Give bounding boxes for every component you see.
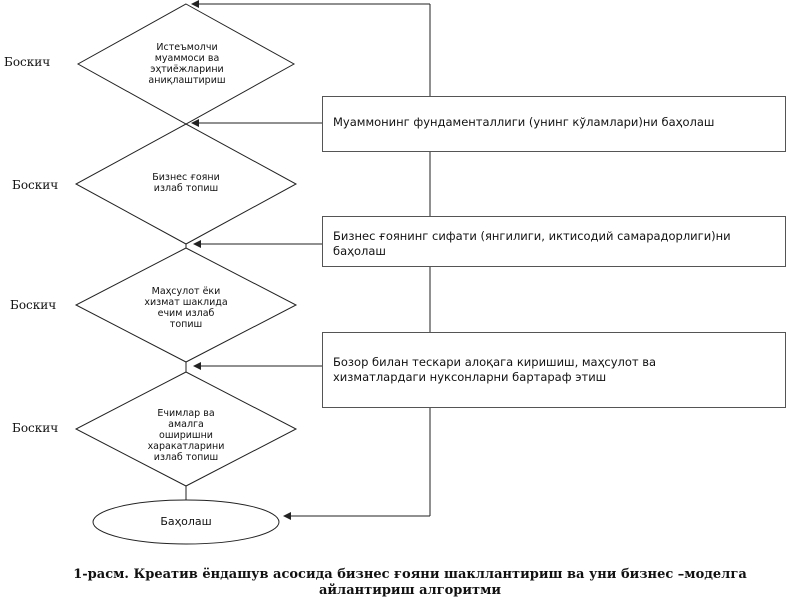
stage-1-label: Боскич [4,55,51,69]
stage-2-text: Бизнес ғояни излаб топиш [152,172,220,194]
stage-4-label: Боскич [12,421,59,435]
caption-line2: айлантириш алгоритми [318,583,502,598]
feedback-box-1: Муаммонинг фундаменталлиги (унинг кўламл… [322,96,786,152]
feedback-box-1-line1: Муаммонинг фундаменталлиги (унинг кўламл… [333,115,715,129]
feedback-box-2-line1: Бизнес ғоянинг сифати (янгилиги, иктисод… [333,229,731,243]
final-step-text: Баҳолаш [160,515,212,528]
figure-caption: 1-расм. Креатив ёндашув асосида бизнес ғ… [20,567,800,599]
feedback-box-2: Бизнес ғоянинг сифати (янгилиги, иктисод… [322,216,786,267]
feedback-box-3: Бозор билан тескари алоқага киришиш, маҳ… [322,332,786,408]
stage-4-text: Ечимлар ва амалга оширишни харакатларини… [147,408,225,463]
feedback-box-3-line2: хизматлардаги нуксонларни бартараф этиш [333,370,607,384]
caption-line1: 1-расм. Креатив ёндашув асосида бизнес ғ… [73,567,747,582]
stage-2-label: Боскич [12,178,59,192]
stage-1-text: Истеъмолчи муаммоси ва эҳтиёжларини аниқ… [148,42,226,86]
stage-3-text: Маҳсулот ёки хизмат шаклида ечим излаб т… [144,286,228,330]
feedback-box-2-line2: баҳолаш [333,244,386,258]
feedback-box-3-line1: Бозор билан тескари алоқага киришиш, маҳ… [333,355,657,369]
stage-3-label: Боскич [10,298,57,312]
